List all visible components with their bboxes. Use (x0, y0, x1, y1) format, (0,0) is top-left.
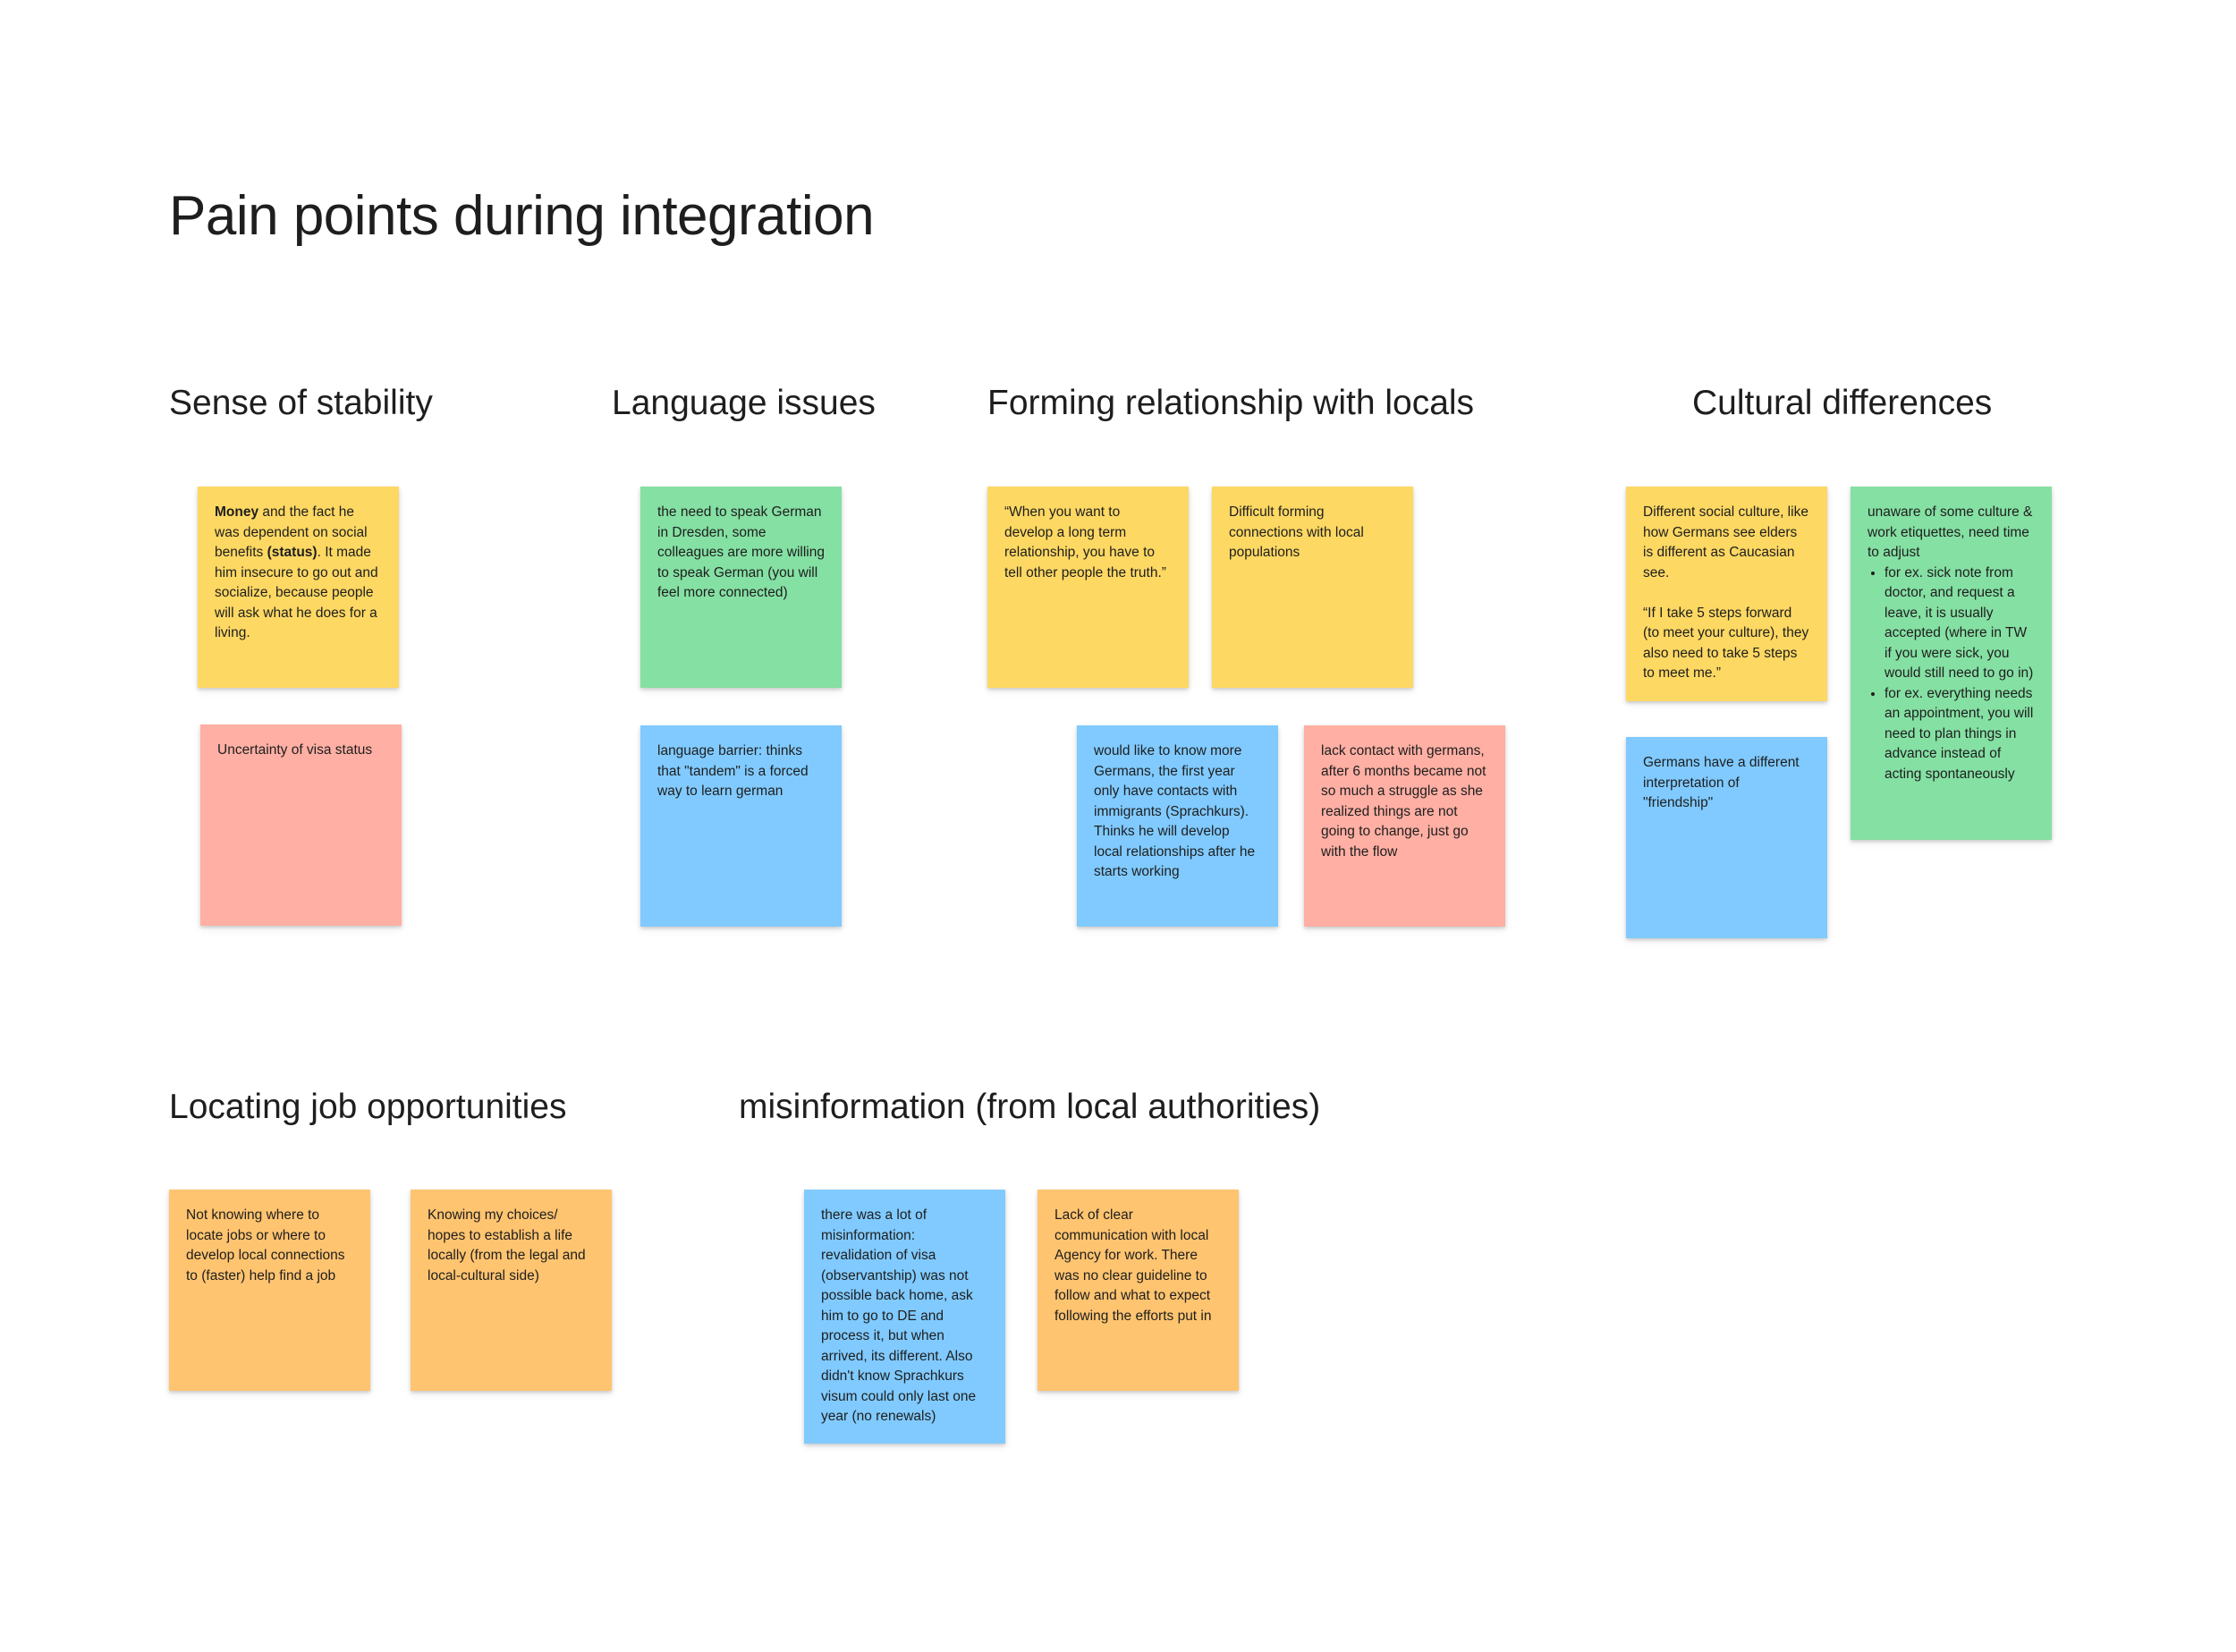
section-heading-stability: Sense of stability (169, 384, 433, 422)
note-text: Not knowing where to locate jobs or wher… (186, 1207, 345, 1283)
note-bullet-list: for ex. sick note from doctor, and reque… (1868, 563, 2035, 785)
sticky-note-tandem[interactable]: language barrier: thinks that "tandem" i… (640, 725, 842, 927)
note-text: and the fact he was dependent on social … (215, 504, 368, 560)
note-text: language barrier: thinks that "tandem" i… (657, 743, 809, 799)
note-text: Difficult forming connections with local… (1229, 504, 1364, 560)
sticky-note-lack-contact[interactable]: lack contact with germans, after 6 month… (1304, 725, 1505, 927)
sticky-note-speak-german[interactable]: the need to speak German in Dresden, som… (640, 487, 842, 688)
note-bold-text: Money (215, 504, 259, 520)
page-title: Pain points during integration (169, 185, 875, 247)
note-text: unaware of some culture & work etiquette… (1868, 504, 2033, 560)
sticky-note-locate-jobs[interactable]: Not knowing where to locate jobs or wher… (169, 1190, 370, 1391)
note-text: lack contact with germans, after 6 month… (1321, 743, 1486, 860)
note-text: would like to know more Germans, the fir… (1094, 743, 1256, 879)
list-item: for ex. everything needs an appointment,… (1885, 684, 2035, 785)
sticky-note-agency-communication[interactable]: Lack of clear communication with local A… (1038, 1190, 1239, 1391)
sticky-note-work-etiquette[interactable]: unaware of some culture & work etiquette… (1851, 487, 2052, 840)
sticky-note-friendship[interactable]: Germans have a different interpretation … (1626, 737, 1827, 938)
note-text: Uncertainty of visa status (217, 742, 373, 758)
note-text: Lack of clear communication with local A… (1054, 1207, 1212, 1324)
list-item: for ex. sick note from doctor, and reque… (1885, 563, 2035, 684)
note-text: Knowing my choices/ hopes to establish a… (428, 1207, 586, 1283)
sticky-note-difficult-connections[interactable]: Difficult forming connections with local… (1212, 487, 1413, 688)
sticky-note-social-culture[interactable]: Different social culture, like how Germa… (1626, 487, 1827, 701)
note-text: there was a lot of misinformation: reval… (821, 1207, 977, 1424)
note-text: the need to speak German in Dresden, som… (657, 504, 825, 600)
note-text: Different social culture, like how Germa… (1643, 504, 1809, 681)
section-heading-misinformation: misinformation (from local authorities) (739, 1088, 1321, 1126)
sticky-note-money[interactable]: Money and the fact he was dependent on s… (198, 487, 399, 688)
sticky-note-truth[interactable]: “When you want to develop a long term re… (987, 487, 1189, 688)
sticky-note-know-germans[interactable]: would like to know more Germans, the fir… (1077, 725, 1278, 927)
sticky-note-visa-status[interactable]: Uncertainty of visa status (200, 724, 402, 926)
note-text: Germans have a different interpretation … (1643, 755, 1800, 810)
section-heading-jobs: Locating job opportunities (169, 1088, 567, 1126)
section-heading-language: Language issues (612, 384, 876, 422)
note-bold-text: (status) (267, 545, 318, 560)
sticky-note-knowing-choices[interactable]: Knowing my choices/ hopes to establish a… (411, 1190, 612, 1391)
note-text: “When you want to develop a long term re… (1004, 504, 1166, 580)
section-heading-relationship: Forming relationship with locals (987, 384, 1475, 422)
sticky-note-misinformation-visa[interactable]: there was a lot of misinformation: reval… (804, 1190, 1005, 1444)
section-heading-cultural: Cultural differences (1692, 384, 1993, 422)
note-text: . It made him insecure to go out and soc… (215, 545, 378, 640)
